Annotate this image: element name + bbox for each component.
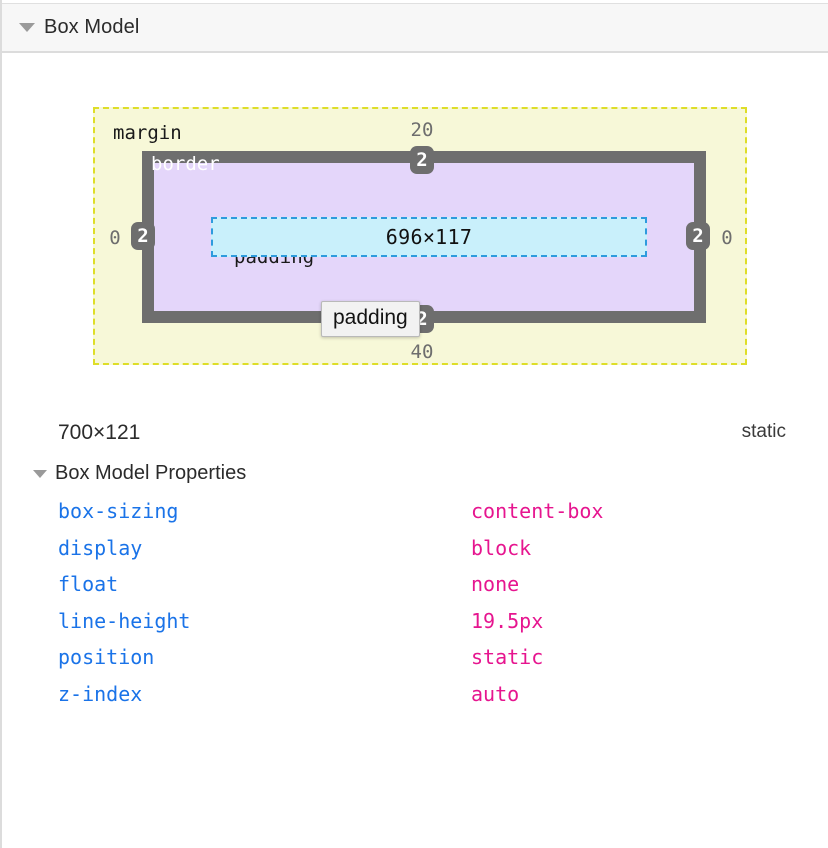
property-row[interactable]: display block (2, 536, 828, 573)
border-top-value[interactable]: 2 (410, 146, 434, 174)
triangle-down-icon[interactable] (19, 23, 35, 32)
padding-region[interactable]: padding 696×117 (154, 163, 694, 311)
box-model-properties-header[interactable]: Box Model Properties (33, 462, 246, 485)
margin-region[interactable]: margin 20 2 0 0 2 40 0 2 0 0 2 0 border … (93, 107, 747, 365)
property-row[interactable]: line-height 19.5px (2, 609, 828, 646)
property-value[interactable]: block (471, 535, 532, 560)
property-value[interactable]: none (471, 572, 520, 596)
margin-left-value[interactable]: 0 (109, 227, 121, 249)
position-label: static (741, 421, 786, 442)
property-name[interactable]: position (58, 645, 155, 669)
border-region-label: border (151, 153, 220, 175)
content-region[interactable]: 696×117 (211, 217, 647, 257)
property-row[interactable]: box-sizing content-box (2, 499, 828, 536)
property-name[interactable]: line-height (58, 608, 191, 633)
outer-size-label: 700×121 (58, 421, 141, 444)
margin-bottom-value[interactable]: 40 (410, 341, 434, 363)
property-name[interactable]: z-index (58, 681, 143, 706)
property-name[interactable]: display (58, 535, 143, 560)
property-value[interactable]: static (471, 645, 544, 669)
box-model-section-header[interactable]: Box Model (2, 3, 828, 53)
box-model-properties-title: Box Model Properties (55, 462, 247, 484)
property-value[interactable]: auto (471, 681, 520, 706)
border-right-value[interactable]: 2 (686, 222, 710, 250)
border-region[interactable]: border padding 696×117 (142, 151, 706, 323)
property-row[interactable]: z-index auto (2, 682, 828, 719)
box-model-summary: 700×121 static (2, 421, 828, 455)
content-size-label: 696×117 (385, 225, 473, 249)
property-name[interactable]: float (58, 572, 119, 596)
property-row[interactable]: float none (2, 572, 828, 609)
border-left-value[interactable]: 2 (131, 222, 155, 250)
property-value[interactable]: 19.5px (471, 608, 544, 633)
margin-top-value[interactable]: 20 (410, 119, 434, 141)
property-value[interactable]: content-box (471, 499, 604, 523)
page-title: Box Model (44, 16, 140, 38)
property-name[interactable]: box-sizing (58, 499, 179, 523)
padding-tooltip: padding (321, 301, 420, 337)
margin-right-value[interactable]: 0 (721, 227, 733, 249)
triangle-down-icon[interactable] (33, 469, 47, 478)
box-model-diagram: margin 20 2 0 0 2 40 0 2 0 0 2 0 border … (93, 107, 747, 365)
box-model-properties-list: box-sizing content-box display block float no… (2, 499, 828, 718)
property-row[interactable]: position static (2, 645, 828, 682)
margin-region-label: margin (113, 122, 182, 144)
